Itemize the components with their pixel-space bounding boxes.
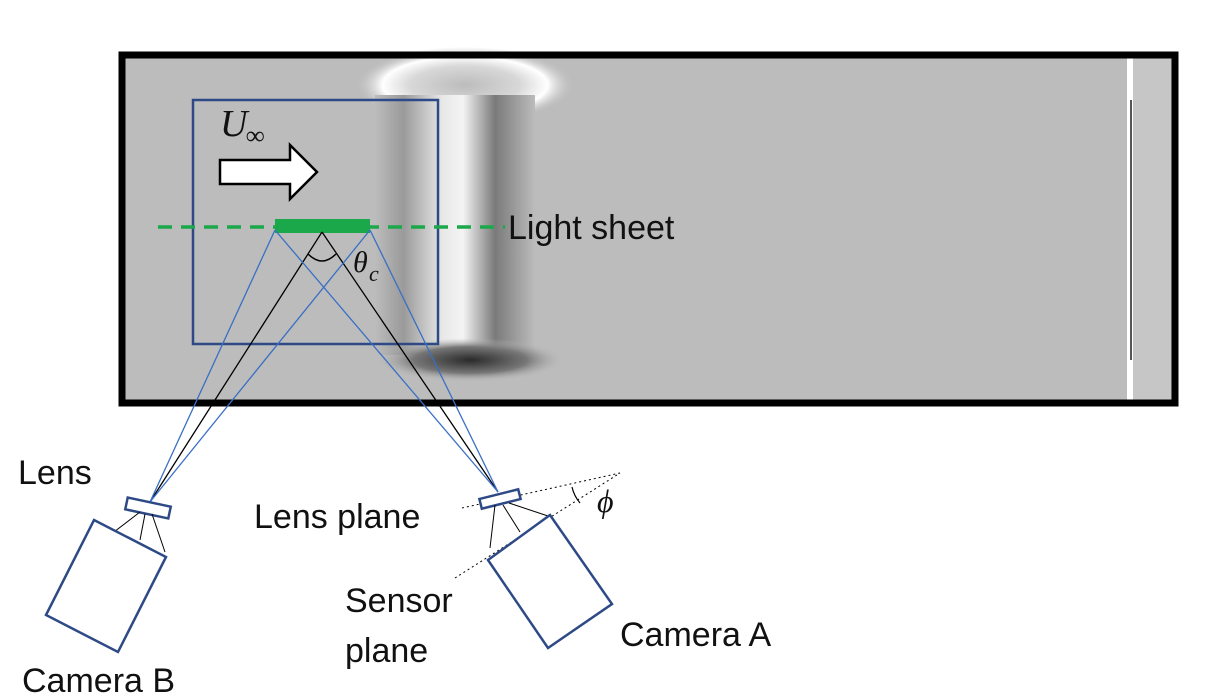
freestream-u-subscript: ∞ bbox=[246, 121, 265, 150]
sensor-plane-label-line2: plane bbox=[345, 632, 428, 670]
camera-a-lens-ray bbox=[489, 504, 496, 549]
lens-plane-label: Lens plane bbox=[254, 498, 420, 536]
field-of-view-box bbox=[191, 98, 440, 346]
camera-b-ray-left bbox=[149, 229, 276, 503]
end-plate bbox=[1133, 58, 1171, 400]
freestream-arrow-icon bbox=[218, 141, 319, 203]
theta-symbol: θ bbox=[353, 246, 368, 279]
camera-b-lens bbox=[123, 496, 173, 520]
camera-a-ray-right bbox=[369, 229, 499, 493]
camera-b-label: Camera B bbox=[22, 662, 175, 699]
light-sheet-label: Light sheet bbox=[508, 209, 675, 247]
camera-a-label: Camera A bbox=[620, 616, 771, 654]
cylinder-shadow bbox=[375, 338, 565, 382]
camera-b-body bbox=[44, 518, 168, 654]
camera-b-lens-ray bbox=[139, 513, 146, 541]
tunnel-border bbox=[118, 51, 1179, 407]
camera-a-chief-ray bbox=[321, 231, 499, 493]
camera-b-chief-ray bbox=[149, 231, 323, 503]
measurement-region bbox=[275, 219, 370, 233]
theta-subscript: c bbox=[369, 261, 379, 286]
lens-label: Lens bbox=[18, 454, 92, 492]
cylinder-body bbox=[375, 95, 535, 355]
freestream-u-symbol: U bbox=[220, 103, 250, 145]
camera-a-lens bbox=[477, 487, 523, 511]
camera-b-ray-right bbox=[149, 229, 371, 503]
phi-symbol: ϕ bbox=[597, 483, 614, 519]
camera-b bbox=[44, 496, 173, 654]
camera-a-lens-ray bbox=[508, 502, 549, 517]
camera-a-ray-left bbox=[274, 229, 499, 493]
camera-a-lens-ray bbox=[502, 504, 521, 533]
phi-angle-arc bbox=[571, 486, 581, 504]
camera-a-body bbox=[486, 513, 614, 650]
theta-angle-arc bbox=[307, 253, 337, 262]
sensor-plane-label-line1: Sensor bbox=[345, 582, 453, 620]
camera-b-lens-ray bbox=[151, 513, 166, 553]
camera-a bbox=[454, 472, 621, 650]
optical-rays bbox=[149, 229, 499, 503]
